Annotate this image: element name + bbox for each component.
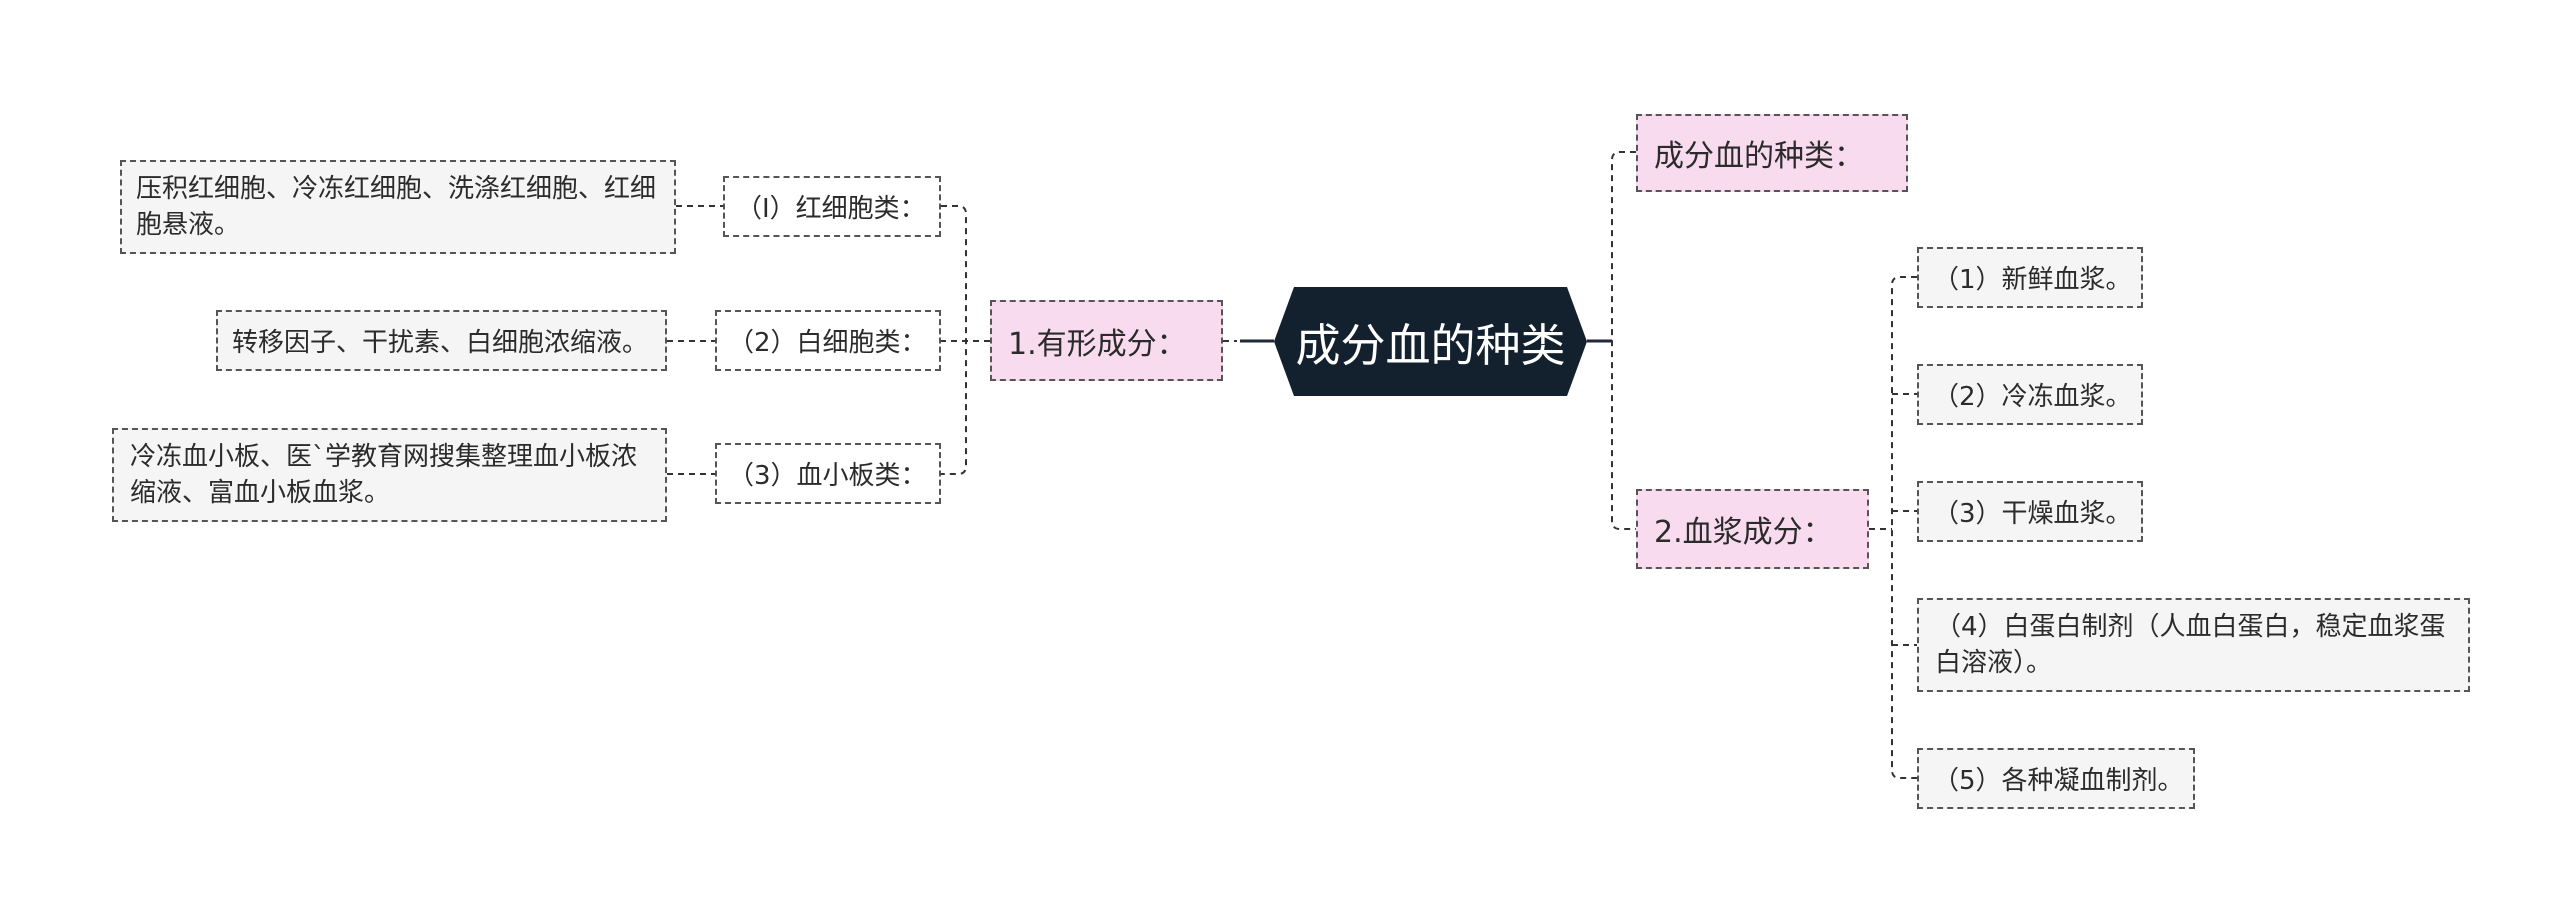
branch-label: 2.血浆成分： — [1654, 515, 1833, 550]
subtopic-label: （2）白细胞类： — [728, 328, 927, 358]
branch-component-types: 成分血的种类： — [1636, 114, 1908, 192]
plasma-item-text: （4）白蛋白制剂（人血白蛋白，稳定血浆蛋白溶液）。 — [1935, 612, 2446, 678]
detail-text: 转移因子、干扰素、白细胞浓缩液。 — [232, 328, 649, 358]
connector-root-to-right-branches — [1611, 151, 1636, 530]
plasma-item-text: （5）各种凝血制剂。 — [1933, 766, 2184, 796]
subtopic-red-cells: （I）红细胞类： — [723, 176, 941, 237]
detail-platelets: 冷冻血小板、医`学教育网搜集整理血小板浓缩液、富血小板血浆。 — [112, 428, 667, 522]
branch-label: 1.有形成分： — [1008, 326, 1187, 362]
root-topic-label: 成分血的种类 — [1295, 319, 1566, 372]
subtopic-label: （I）红细胞类： — [736, 194, 926, 224]
plasma-item-frozen: （2）冷冻血浆。 — [1917, 364, 2143, 425]
connector-left-branch-to-groups — [941, 205, 990, 475]
plasma-item-albumin: （4）白蛋白制剂（人血白蛋白，稳定血浆蛋白溶液）。 — [1917, 598, 2470, 692]
plasma-item-fresh: （1）新鲜血浆。 — [1917, 247, 2143, 308]
detail-red-cells: 压积红细胞、冷冻红细胞、洗涤红细胞、红细胞悬液。 — [120, 160, 676, 254]
plasma-item-text: （3）干燥血浆。 — [1933, 499, 2132, 529]
detail-text: 压积红细胞、冷冻红细胞、洗涤红细胞、红细胞悬液。 — [136, 174, 657, 240]
root-topic: 成分血的种类 — [1274, 287, 1587, 396]
subtopic-white-cells: （2）白细胞类： — [715, 310, 941, 371]
plasma-item-text: （1）新鲜血浆。 — [1933, 265, 2132, 295]
branch-plasma-components: 2.血浆成分： — [1636, 489, 1869, 569]
plasma-item-coagulation: （5）各种凝血制剂。 — [1917, 748, 2195, 809]
detail-text: 冷冻血小板、医`学教育网搜集整理血小板浓缩液、富血小板血浆。 — [130, 442, 638, 508]
branch-formed-components: 1.有形成分： — [990, 300, 1223, 381]
detail-white-cells: 转移因子、干扰素、白细胞浓缩液。 — [216, 310, 667, 371]
subtopic-label: （3）血小板类： — [728, 461, 927, 491]
branch-label: 成分血的种类： — [1654, 139, 1864, 174]
subtopic-platelets: （3）血小板类： — [715, 443, 941, 504]
plasma-item-text: （2）冷冻血浆。 — [1933, 382, 2132, 412]
plasma-item-dried: （3）干燥血浆。 — [1917, 481, 2143, 542]
connector-plasma-to-items — [1869, 276, 1917, 779]
